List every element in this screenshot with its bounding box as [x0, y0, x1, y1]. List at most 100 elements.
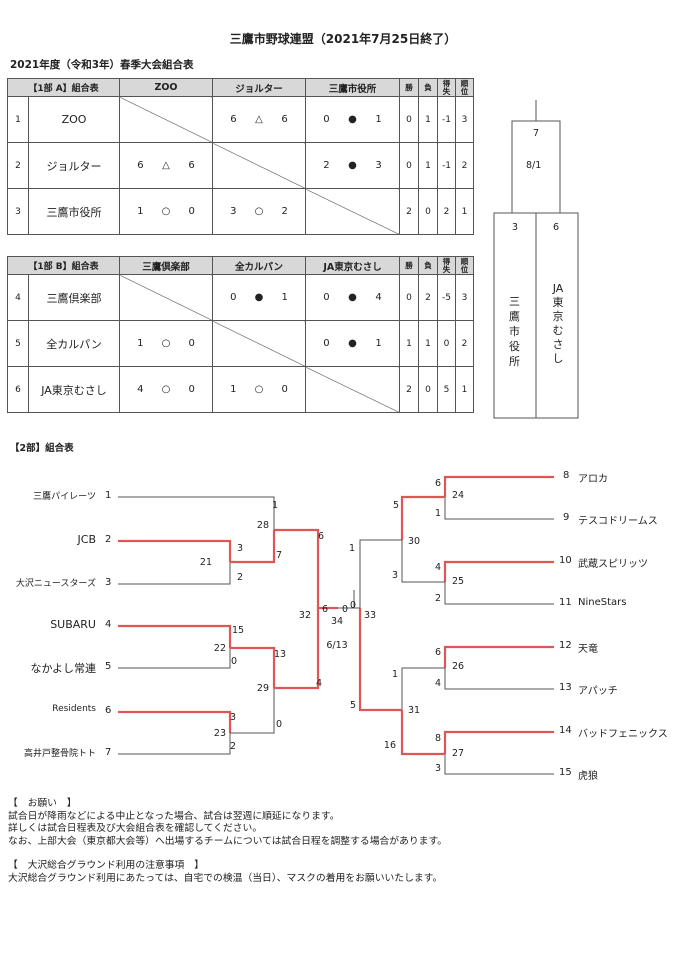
bracket-line-win [230, 646, 276, 688]
diagonal-cell [305, 366, 401, 413]
bracket-line-win [443, 475, 554, 497]
result-part: ○ [161, 338, 171, 349]
team-name: 天竜 [578, 644, 598, 655]
bracket-label: 0 [350, 600, 356, 611]
team-name: 三鷹パイレーツ [33, 492, 96, 502]
column-header: 負 [418, 256, 439, 275]
bracket-line-win [443, 730, 554, 754]
bracket-label: 4 [435, 678, 441, 689]
column-header: 三鷹市役所 [305, 78, 400, 97]
bracket-label: 1 [349, 543, 355, 554]
bracket-label: 2 [237, 572, 243, 583]
result-cell: 0●1 [212, 274, 307, 321]
column-header: ジョルター [212, 78, 306, 97]
team-seed: 11 [559, 597, 572, 608]
column-header: 勝 [399, 78, 419, 97]
column-header-char: 位 [460, 86, 469, 96]
result: 3○2 [213, 206, 305, 217]
result-part: ○ [161, 384, 171, 395]
bracket-label: 2 [435, 593, 441, 604]
diagonal-cell [212, 320, 307, 367]
bracket-line-win [443, 560, 554, 582]
notes-line: 詳しくは試合日程表及び大会組合表を確認してください。 [8, 823, 263, 834]
bracket-label: 6 [322, 604, 328, 615]
team-name: NineStars [578, 597, 627, 608]
result-part: 1 [375, 114, 382, 125]
result: 0●1 [306, 114, 399, 125]
team-seed: 12 [559, 640, 572, 651]
final-game-no: 7 [533, 128, 540, 139]
team-name: テスコドリームス [578, 516, 658, 527]
final-left-team: 三鷹市役所 [509, 295, 520, 368]
bracket-label: 13 [274, 649, 286, 660]
bracket-label: 4 [435, 562, 441, 573]
column-header: 順位 [455, 256, 475, 275]
bracket-line [444, 582, 554, 605]
notes-heading: 【 お願い 】 [8, 798, 77, 809]
bracket-line [444, 754, 554, 775]
bracket-line-win [443, 645, 554, 668]
team-name: JA東京むさし [27, 366, 121, 413]
column-header: 全カルパン [212, 256, 307, 275]
team-seed: 5 [105, 661, 112, 672]
result-part: ● [348, 338, 357, 349]
result: 6△6 [120, 160, 212, 171]
team-seed: 3 [105, 577, 112, 588]
diagonal-cell [305, 188, 400, 235]
team-name: なかよし常連 [30, 662, 96, 675]
team-name: JCB [77, 533, 96, 546]
bracket-label: 33 [364, 610, 376, 621]
bracket-line [444, 668, 554, 690]
result-cell: 4○0 [119, 366, 214, 413]
bracket-line-win [118, 710, 232, 733]
bracket-label: 4 [316, 678, 322, 689]
team-seed: 14 [559, 725, 572, 736]
column-header-char: 得 [442, 256, 451, 266]
result-part: 0 [188, 384, 195, 395]
result: 4○0 [120, 384, 212, 395]
bracket-line [401, 540, 445, 583]
bracket-label: 16 [384, 740, 396, 751]
bracket-line [401, 667, 445, 710]
bracket-label: 5 [350, 700, 356, 711]
column-header: ZOO [119, 78, 213, 97]
team-name: 全カルパン [27, 320, 121, 367]
bracket-label: 25 [452, 576, 464, 587]
team-seed: 4 [105, 619, 112, 630]
column-header-char: 順 [460, 256, 469, 266]
bracket-line-win [274, 608, 320, 690]
team-name: 武蔵スピリッツ [578, 559, 648, 570]
result: 2●3 [306, 160, 399, 171]
team-name: SUBARU [50, 618, 96, 631]
team-name: 高井戸整骨院トト [23, 749, 96, 759]
bracket-label: 27 [452, 748, 464, 759]
table-label: 【1部 A】組合表 [7, 78, 120, 97]
bracket-line-win [118, 624, 232, 648]
team-seed: 15 [559, 767, 572, 778]
final-right-score: 6 [553, 222, 560, 233]
team-name: アロカ [578, 474, 608, 485]
result-part: △ [162, 160, 170, 171]
bracket-label: 31 [408, 705, 420, 716]
result-part: 0 [323, 114, 330, 125]
result-part: 6 [188, 160, 195, 171]
result-part: △ [255, 114, 263, 125]
bracket-label: 6 [318, 531, 324, 542]
bracket-label: 1 [272, 500, 278, 511]
notes-line: 試合日が降雨などによる中止となった場合、試合は翌週に順延になります。 [8, 810, 340, 822]
team-name: アパッチ [578, 686, 618, 697]
page-title: 三鷹市野球連盟（2021年7月25日終了） [229, 32, 457, 46]
final-right-team: JA東京むさし [552, 282, 564, 365]
result-part: ○ [254, 206, 264, 217]
result: 0●1 [306, 338, 399, 349]
bracket-label: 3 [237, 543, 243, 554]
notes-heading: 【 大沢総合グラウンド利用の注意事項 】 [8, 860, 204, 871]
bracket-line-win [118, 539, 232, 562]
bracket-label: 24 [452, 490, 464, 501]
rank: 3 [455, 274, 475, 321]
column-header-char: 失 [442, 86, 451, 96]
